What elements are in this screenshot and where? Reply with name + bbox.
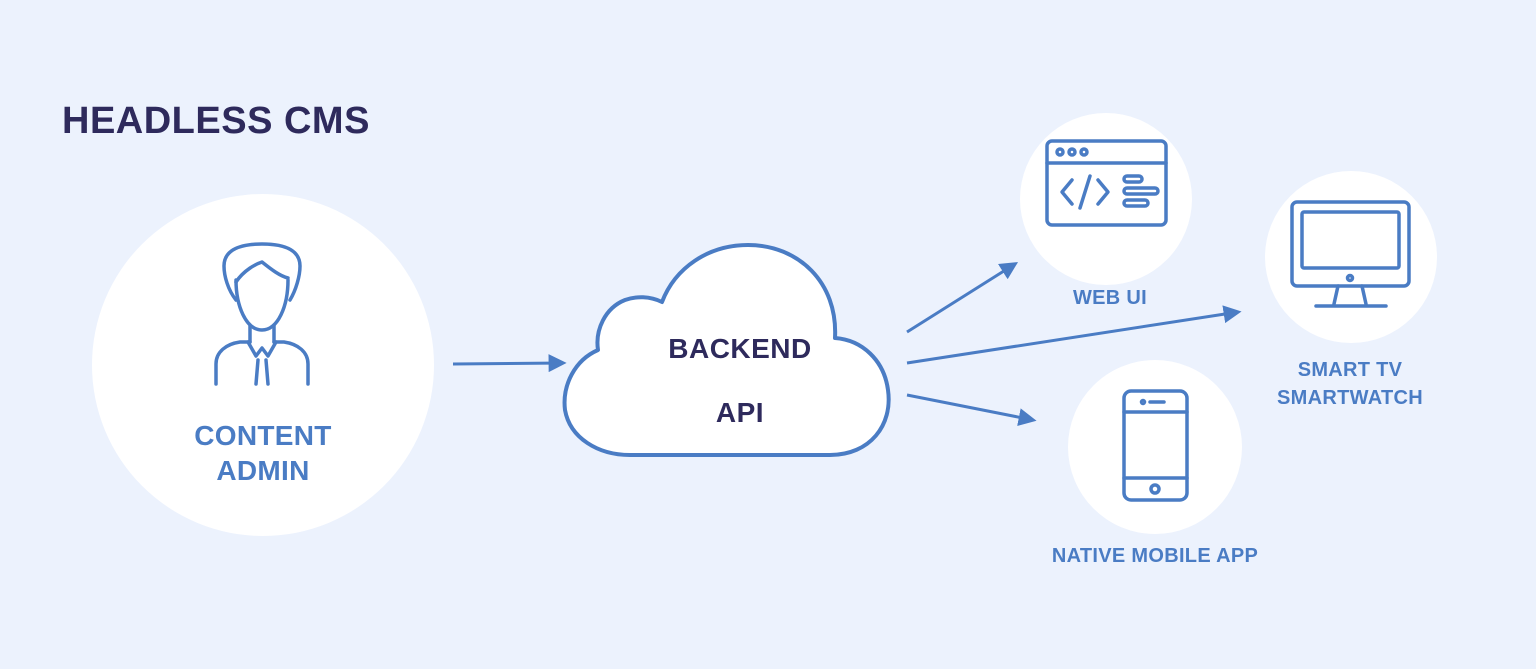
arrow-api-to-web [906,262,1019,334]
smart-tv-label-line1: SMART TV [1297,359,1403,381]
smart-tv-label: SMART TV SMARTWATCH [1250,356,1450,412]
api-label: API [640,397,840,429]
diagram-title: HEADLESS CMS [62,100,370,142]
mobile-app-label: NATIVE MOBILE APP [1051,545,1259,567]
web-ui-label: WEB UI [1072,287,1148,309]
smartphone-icon [1122,389,1189,502]
backend-line1: BACKEND [668,333,812,364]
cloud-icon [562,243,891,457]
backend-label: BACKEND [640,333,840,365]
mobile-app-node [1068,360,1242,534]
smart-tv-label-line2: SMARTWATCH [1277,387,1423,409]
content-admin-node [92,194,434,536]
admin-label-line1: CONTENT [194,420,332,451]
content-admin-label: CONTENT ADMIN [163,418,363,488]
backend-line2: API [715,397,765,428]
user-icon [214,242,310,386]
arrow-api-to-mobile [906,393,1037,427]
arrow-admin-to-api [452,354,567,373]
monitor-icon [1290,200,1411,308]
arrow-api-to-tv [906,305,1242,365]
admin-label-line2: ADMIN [216,455,310,486]
browser-code-icon [1045,139,1168,227]
